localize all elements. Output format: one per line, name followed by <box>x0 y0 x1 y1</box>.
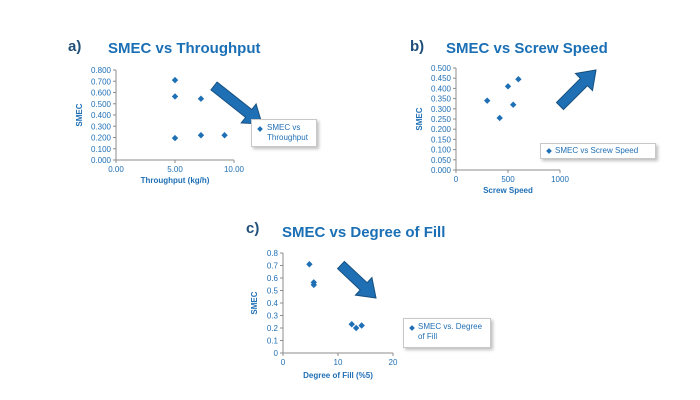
chart-b-y-tick-label: 0.150 <box>431 135 452 144</box>
arrow-icon <box>210 81 263 125</box>
chart-b-y-tick-label: 0.100 <box>431 146 452 155</box>
chart-a-y-tick-label: 0.000 <box>91 156 112 165</box>
legend-a-label: SMEC vs Throughput <box>267 123 308 142</box>
chart-b-y-tick-label: 0.250 <box>431 115 452 124</box>
chart-c-y-tick-label: 0.4 <box>267 299 279 308</box>
chart-c-point <box>310 281 317 289</box>
chart-a-point <box>221 132 228 139</box>
chart-a-point <box>171 134 179 142</box>
chart-b-y-tick-label: 0.050 <box>431 156 452 165</box>
arrow-icon <box>555 69 597 111</box>
chart-a-y-tick-label: 0.700 <box>91 77 112 86</box>
chart-c-y-tick-label: 0.3 <box>267 312 279 321</box>
panel-a-letter: a) <box>68 38 82 55</box>
panel-c-letter: c) <box>246 220 260 237</box>
panel-b-title: SMEC vs Screw Speed <box>446 40 608 57</box>
chart-c-x-tick-label: 10 <box>334 358 343 367</box>
chart-a-y-tick-label: 0.500 <box>91 100 112 109</box>
legend-a: SMEC vs Throughput <box>251 119 317 147</box>
chart-b-y-tick-label: 0.400 <box>431 84 452 93</box>
chart-c-y-tick-label: 0 <box>274 349 279 358</box>
chart-a-x-tick-label: 5.00 <box>167 165 183 174</box>
chart-c-point <box>348 321 355 328</box>
chart-b-y-tick-label: 0.500 <box>431 64 452 73</box>
chart-a-x-tick-label: 10.00 <box>224 165 245 174</box>
chart-b-x-tick-label: 0 <box>454 175 459 184</box>
chart-b-y-tick-label: 0.450 <box>431 74 452 83</box>
chart-c-point <box>306 261 313 268</box>
legend-c: SMEC vs. Degree of Fill <box>403 318 491 348</box>
chart-c-x-tick-label: 0 <box>281 358 286 367</box>
chart-b-point <box>484 97 491 104</box>
panel-a-title: SMEC vs Throughput <box>108 40 261 57</box>
chart-b-point <box>510 101 517 108</box>
legend-b-diamond-marker <box>546 148 552 154</box>
chart-c-y-tick-label: 0.8 <box>267 249 279 258</box>
chart-a-y-tick-label: 0.300 <box>91 122 112 131</box>
chart-a-x-tick-label: 0.00 <box>108 165 124 174</box>
chart-b-y-axis-label: SMEC <box>415 107 424 130</box>
chart-b-y-tick-label: 0.300 <box>431 105 452 114</box>
chart-a-point <box>197 95 205 102</box>
chart-c-y-tick-label: 0.1 <box>267 337 279 346</box>
legend-c-diamond-marker <box>409 325 415 331</box>
chart-a-y-tick-label: 0.600 <box>91 89 112 98</box>
chart-a-y-tick-label: 0.400 <box>91 111 112 120</box>
chart-c-point <box>352 324 360 332</box>
legend-b: SMEC vs Screw Speed <box>540 143 656 159</box>
chart-a-point <box>197 132 205 139</box>
chart-c-y-tick-label: 0.5 <box>267 287 279 296</box>
chart-b-point <box>515 76 522 83</box>
chart-b-y-tick-label: 0.000 <box>431 166 452 175</box>
chart-a-y-tick-label: 0.800 <box>91 66 112 75</box>
chart-a-x-axis-label: Throughput (kg/h) <box>141 176 210 185</box>
chart-b-point <box>496 114 503 122</box>
chart-b-y-tick-label: 0.350 <box>431 95 452 104</box>
arrow-icon <box>336 260 377 299</box>
chart-a-y-axis-label: SMEC <box>75 103 84 126</box>
chart-a-y-tick-label: 0.200 <box>91 134 112 143</box>
panel-c-title: SMEC vs Degree of Fill <box>282 224 446 241</box>
chart-a-y-tick-label: 0.100 <box>91 145 112 154</box>
legend-b-label: SMEC vs Screw Speed <box>555 146 639 155</box>
chart-c-x-axis-label: Degree of Fill (%5) <box>303 371 373 380</box>
legend-a-diamond-marker <box>257 126 263 132</box>
chart-c-y-tick-label: 0.2 <box>267 324 279 333</box>
panel-b-letter: b) <box>410 38 425 55</box>
chart-b-point <box>504 83 512 90</box>
chart-c-point <box>358 322 365 329</box>
chart-c-y-axis-label: SMEC <box>250 291 259 314</box>
chart-a-point <box>171 93 179 100</box>
chart-c-y-tick-label: 0.7 <box>267 262 279 271</box>
chart-c-y-tick-label: 0.6 <box>267 274 279 283</box>
chart-b-x-axis-label: Screw Speed <box>483 186 533 195</box>
chart-a-point <box>171 76 179 84</box>
chart-c-x-tick-label: 20 <box>389 358 398 367</box>
legend-c-label: SMEC vs. Degree of Fill <box>418 322 483 341</box>
chart-b-x-tick-label: 500 <box>501 175 515 184</box>
chart-b-x-tick-label: 1000 <box>551 175 569 184</box>
chart-b-y-tick-label: 0.200 <box>431 125 452 134</box>
